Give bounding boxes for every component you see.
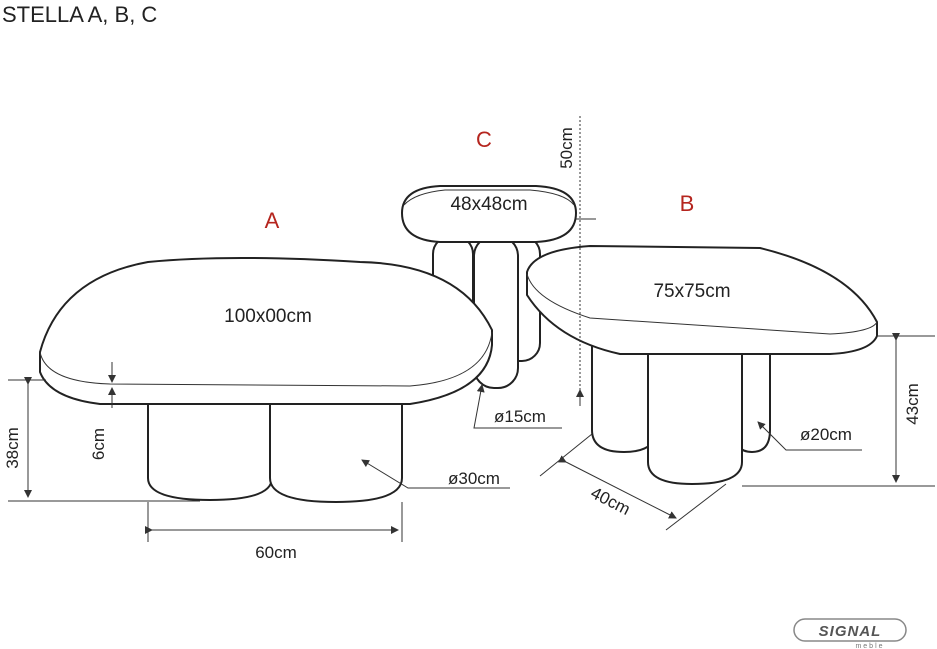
diagram-title: STELLA A, B, C (2, 2, 157, 27)
table-a-height-label: 38cm (3, 427, 22, 469)
table-b-leg-span-label: 40cm (588, 483, 634, 519)
table-c-height-label: 50cm (557, 127, 576, 169)
table-b-letter: B (680, 191, 695, 216)
table-b-legs (591, 344, 771, 486)
table-a (39, 257, 493, 504)
table-b-top (526, 244, 878, 355)
table-c-top (400, 185, 578, 243)
table-c-letter: C (476, 127, 492, 152)
table-b (526, 244, 878, 486)
dim-b-leg-diameter (757, 421, 862, 451)
table-a-thickness-label: 6cm (89, 428, 108, 460)
dim-a-leg-diameter (361, 459, 510, 489)
table-a-leg-span-label: 60cm (255, 543, 297, 562)
signal-logo: SIGNAL meble (793, 618, 907, 649)
table-a-top-size: 100x00cm (224, 306, 312, 327)
logo-name: SIGNAL (819, 623, 882, 640)
dim-b-leg-span (539, 433, 727, 531)
dim-a-leg-span (145, 502, 403, 542)
table-b-leg-diameter-label: ø20cm (800, 425, 852, 444)
table-a-leg-diameter-label: ø30cm (448, 469, 500, 488)
table-c-top-size: 48x48cm (450, 194, 527, 215)
table-c-leg-diameter-label: ø15cm (494, 407, 546, 426)
table-b-height-label: 43cm (903, 383, 922, 425)
table-a-top (39, 257, 493, 405)
table-a-letter: A (265, 208, 280, 233)
table-b-top-size: 75x75cm (653, 281, 730, 302)
dim-c-leg-diameter (473, 384, 562, 429)
dim-c-height (576, 116, 596, 406)
table-a-legs (147, 399, 403, 504)
dim-a-height (8, 377, 200, 502)
dim-b-height (742, 333, 935, 487)
logo-sub: meble (855, 643, 884, 649)
